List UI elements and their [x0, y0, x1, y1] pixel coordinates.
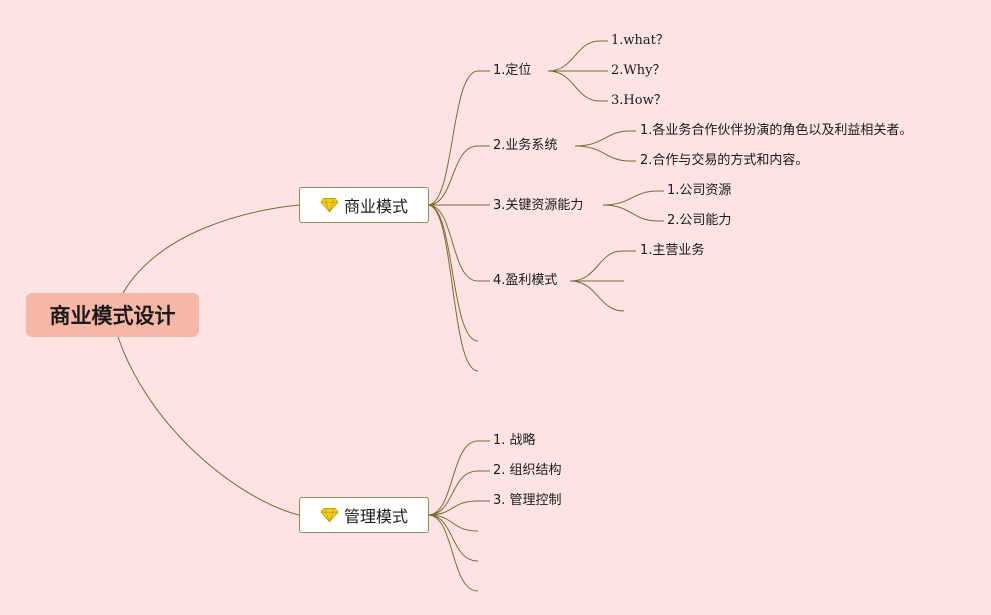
- subtopic-label: 2. 组织结构: [493, 463, 562, 478]
- leaf-how[interactable]: 3.How？: [611, 92, 667, 110]
- leaf-label: 2.公司能力: [667, 213, 732, 228]
- subtopic-label: 1.定位: [493, 63, 532, 78]
- edge-resources-company-capability: [602, 204, 664, 222]
- subtopic-positioning[interactable]: 1.定位: [493, 62, 531, 80]
- edge-business-empty-5: [427, 204, 479, 342]
- subtopic-business-system[interactable]: 2.业务系统: [493, 137, 557, 155]
- edge-positioning-what: [547, 40, 608, 72]
- subtopic-label: 3.关键资源能力: [493, 198, 584, 213]
- diamond-icon: [320, 197, 339, 213]
- edge-resources-company-resources: [602, 190, 664, 206]
- edge-profit-main-business: [569, 250, 636, 282]
- leaf-label: 1.what？: [611, 33, 669, 48]
- subtopic-strategy[interactable]: 1. 战略: [493, 432, 536, 450]
- root-topic[interactable]: 商业模式设计: [26, 293, 199, 337]
- edge-management-control: [427, 500, 490, 516]
- subtopic-key-resources[interactable]: 3.关键资源能力: [493, 197, 583, 215]
- leaf-transaction-methods[interactable]: 2.合作与交易的方式和内容。: [640, 152, 808, 170]
- leaf-label: 3.How？: [611, 93, 667, 108]
- leaf-main-business[interactable]: 1.主营业务: [640, 242, 704, 260]
- subtopic-management-control[interactable]: 3. 管理控制: [493, 492, 562, 510]
- leaf-label: 2.合作与交易的方式和内容。: [640, 153, 809, 168]
- root-topic-label: 商业模式设计: [49, 304, 176, 328]
- edge-business-positioning: [427, 70, 490, 206]
- subtopic-label: 1. 战略: [493, 433, 536, 448]
- edge-root-management: [117, 336, 300, 516]
- subtopic-label: 2.业务系统: [493, 138, 558, 153]
- diamond-icon: [320, 507, 339, 523]
- main-topic-label: 管理模式: [343, 507, 408, 526]
- edge-business-empty-6: [427, 204, 479, 372]
- edge-business-profit: [427, 204, 490, 282]
- edge-system-transactions: [574, 145, 636, 162]
- leaf-partner-roles[interactable]: 1.各业务合作伙伴扮演的角色以及利益相关者。: [640, 122, 912, 140]
- edge-system-roles: [574, 130, 636, 147]
- subtopic-label: 3. 管理控制: [493, 493, 562, 508]
- edge-positioning-how: [547, 70, 608, 102]
- subtopic-org-structure[interactable]: 2. 组织结构: [493, 462, 562, 480]
- subtopic-profit-model[interactable]: 4.盈利模式: [493, 272, 557, 290]
- leaf-what[interactable]: 1.what？: [611, 32, 669, 50]
- leaf-why[interactable]: 2.Why？: [611, 62, 665, 80]
- main-topic-label: 商业模式: [343, 197, 408, 216]
- subtopic-label: 4.盈利模式: [493, 273, 558, 288]
- edge-management-empty-5: [427, 514, 479, 562]
- edge-business-system: [427, 145, 490, 206]
- leaf-label: 1.主营业务: [640, 243, 705, 258]
- edge-management-empty-4: [427, 514, 479, 532]
- edge-management-structure: [427, 470, 490, 516]
- leaf-company-capability[interactable]: 2.公司能力: [667, 212, 731, 230]
- edge-profit-empty-3: [569, 280, 625, 312]
- main-topic-management-model[interactable]: 管理模式: [299, 497, 429, 533]
- leaf-label: 2.Why？: [611, 63, 666, 78]
- edge-root-business: [122, 204, 300, 294]
- edge-management-strategy: [427, 440, 490, 516]
- leaf-company-resources[interactable]: 1.公司资源: [667, 182, 731, 200]
- leaf-label: 1.各业务合作伙伴扮演的角色以及利益相关者。: [640, 123, 913, 138]
- main-topic-business-model[interactable]: 商业模式: [299, 187, 429, 223]
- edge-management-empty-6: [427, 514, 479, 592]
- leaf-label: 1.公司资源: [667, 183, 732, 198]
